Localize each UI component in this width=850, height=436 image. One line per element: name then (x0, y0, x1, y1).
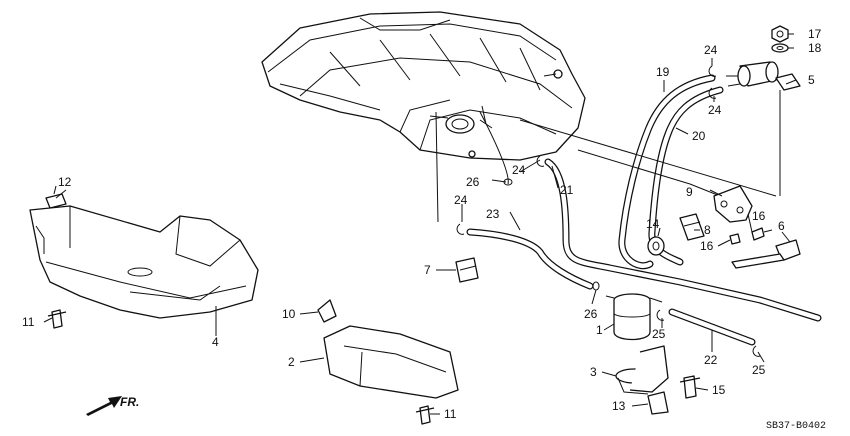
callout-12: 12 (58, 175, 72, 189)
clip-24-b (708, 87, 717, 99)
washer-18 (771, 43, 789, 53)
clip-24-d (456, 223, 465, 235)
clip-13 (647, 391, 669, 415)
skid-plate-4 (29, 205, 259, 319)
clip-26-b (592, 281, 600, 291)
hose-22 (668, 308, 756, 346)
callout-1: 1 (596, 323, 603, 337)
bracket-9 (713, 185, 753, 223)
callout-26-b: 26 (584, 307, 598, 321)
front-direction-label: FR. (120, 395, 139, 409)
bolt-15 (679, 375, 701, 399)
fuel-tank (261, 11, 586, 161)
pump-bracket-3 (615, 345, 669, 395)
callout-18: 18 (808, 41, 822, 55)
callout-24-d: 24 (454, 193, 468, 207)
clip-24-c (536, 155, 545, 167)
callout-2: 2 (288, 355, 295, 369)
leader-filter-bracket (519, 119, 777, 197)
return-line (577, 149, 721, 197)
fuel-pump-1 (605, 293, 663, 341)
bolt-11-a (47, 309, 67, 329)
callout-20: 20 (692, 129, 706, 143)
callout-11-a: 11 (22, 315, 35, 329)
clip-25-a (656, 309, 665, 321)
bolt-16-b (729, 233, 741, 245)
leader-lines (43, 33, 797, 415)
callout-23: 23 (486, 207, 500, 221)
callout-22: 22 (704, 353, 718, 367)
nut-17 (771, 25, 789, 43)
clip-7 (455, 257, 479, 283)
callout-4: 4 (212, 335, 219, 349)
callout-17: 17 (808, 27, 822, 41)
callout-26-a: 26 (466, 175, 480, 189)
hose-19 (618, 74, 716, 270)
fuel-filter (726, 61, 801, 91)
front-direction-arrow (86, 396, 122, 416)
diagram-code: SB37-B0402 (766, 421, 826, 432)
callout-8: 8 (704, 223, 711, 237)
callout-16-a: 16 (752, 209, 766, 223)
vent-line (435, 111, 439, 223)
callout-21: 21 (560, 183, 574, 197)
callout-10: 10 (282, 307, 296, 321)
callout-24-b: 24 (708, 103, 722, 117)
cushion-8 (679, 213, 705, 241)
callout-14: 14 (646, 217, 660, 231)
callout-5: 5 (808, 73, 815, 87)
feed-line (479, 111, 509, 185)
callout-6: 6 (778, 219, 785, 233)
callout-24-a: 24 (704, 43, 718, 57)
callout-16-b: 16 (700, 239, 714, 253)
callout-9: 9 (686, 185, 693, 199)
clip-10 (317, 299, 337, 323)
callout-25-b: 25 (752, 363, 766, 377)
bolt-16-a (751, 227, 773, 241)
callout-labels: 1 2 3 4 5 6 7 8 9 10 11 11 12 13 14 15 1… (22, 27, 826, 432)
callout-19: 19 (656, 65, 670, 79)
callout-13: 13 (612, 399, 626, 413)
hose-21 (544, 158, 822, 322)
bolt-11-b (415, 405, 435, 425)
clip-25-b (752, 345, 761, 357)
callout-3: 3 (590, 365, 597, 379)
callout-11-b: 11 (444, 407, 457, 421)
grommet-14 (647, 236, 665, 256)
cover-2 (323, 325, 459, 399)
bracket-6 (731, 239, 801, 269)
callout-7: 7 (424, 263, 431, 277)
callout-15: 15 (712, 383, 726, 397)
callout-24-c: 24 (512, 163, 526, 177)
hose-23 (466, 228, 594, 290)
clip-24-a (708, 65, 717, 77)
callout-25-a: 25 (652, 327, 666, 341)
clip-12 (45, 185, 67, 209)
